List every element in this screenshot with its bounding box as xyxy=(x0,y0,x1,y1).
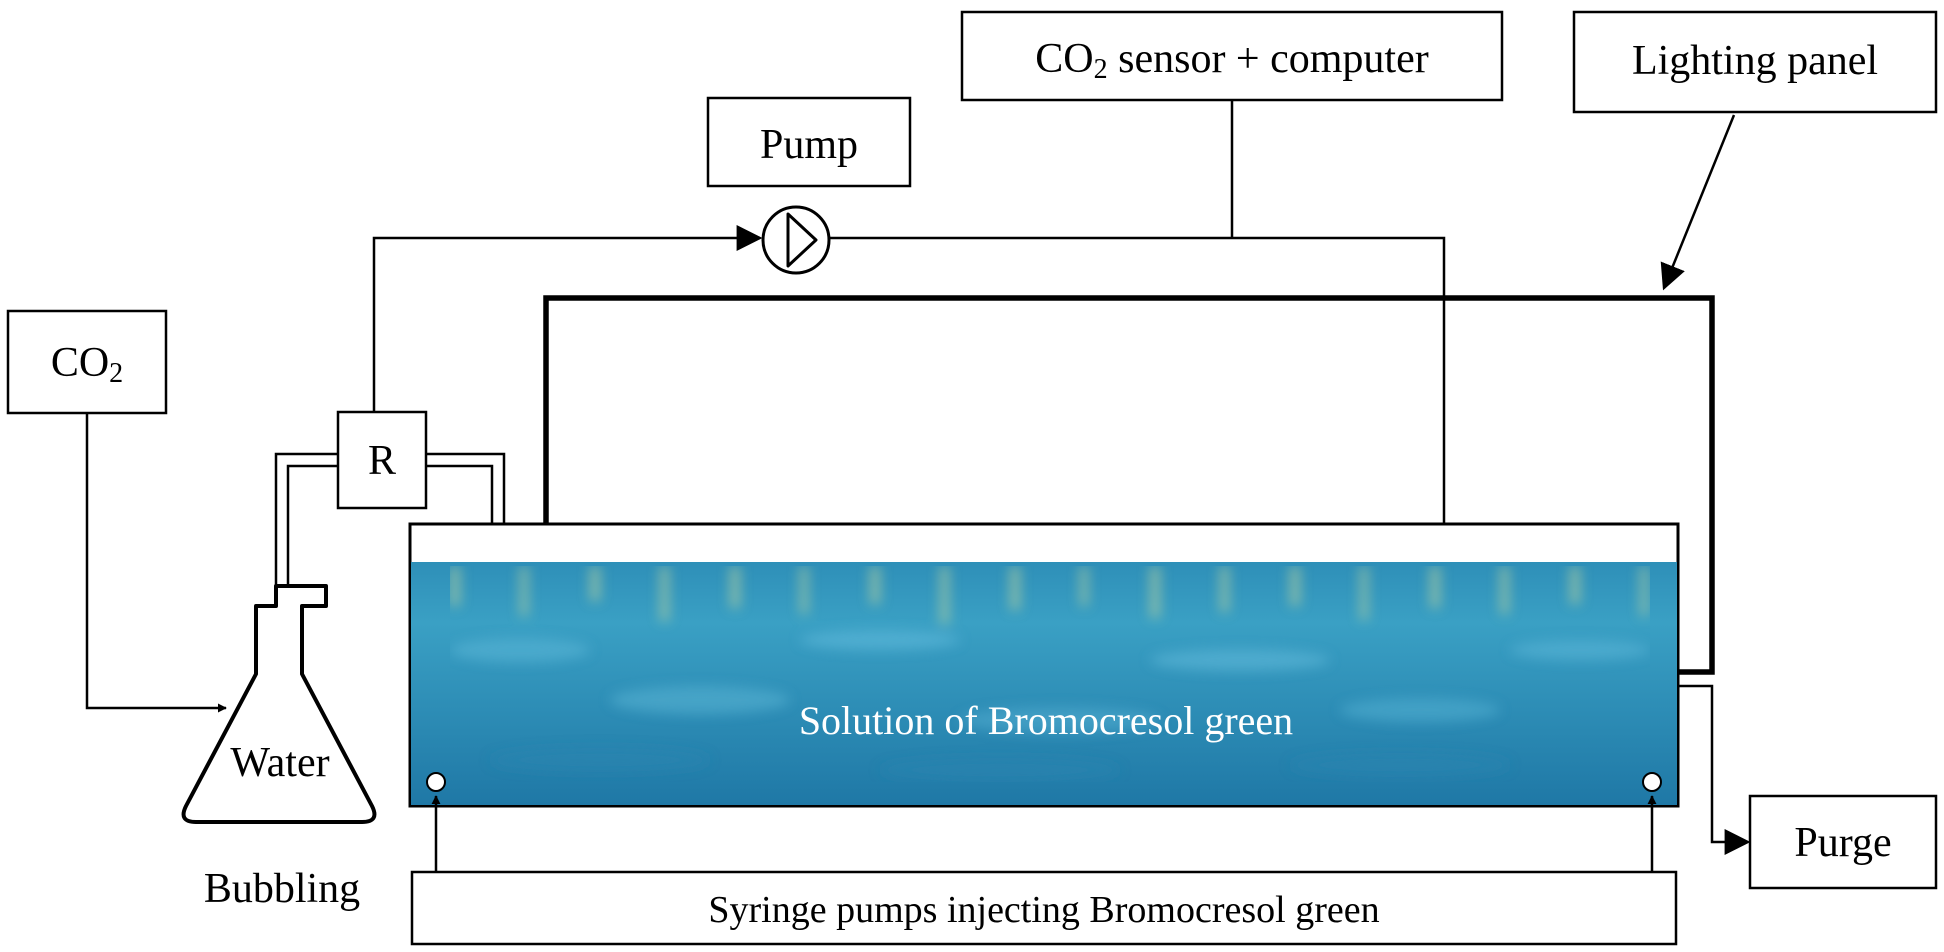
regulator-to-tank-tube-outer xyxy=(426,452,506,524)
pump-outlet-line xyxy=(829,236,1446,524)
reaction-tank: Solution of Bromocresol green xyxy=(408,522,1680,808)
water-label: Water xyxy=(230,740,329,786)
purge-label: Purge xyxy=(1794,820,1891,866)
purge-box: Purge xyxy=(1748,794,1938,890)
co2-source-label-subscript: 2 xyxy=(109,358,123,389)
solution-ripples xyxy=(450,566,1650,782)
syringe-pumps-label: Syringe pumps injecting Bromocresol gree… xyxy=(708,889,1379,931)
regulator-to-tank-tube-inner xyxy=(426,464,494,524)
co2-feed-line xyxy=(85,413,227,713)
svg-text:CO2: CO2 xyxy=(51,340,123,389)
bubbling-label: Bubbling xyxy=(204,866,360,912)
pump-box: Pump xyxy=(706,96,912,188)
pump-label: Pump xyxy=(760,122,858,168)
co2-sensor-label-subscript: 2 xyxy=(1094,54,1108,85)
lighting-panel-frame xyxy=(543,295,1715,675)
regulator-label: R xyxy=(368,438,396,484)
purge-line xyxy=(1678,684,1751,855)
flask-to-regulator-tube-inner xyxy=(286,464,338,586)
solution-label: Solution of Bromocresol green xyxy=(799,698,1293,743)
regulator-box: R xyxy=(336,410,428,510)
lighting-panel-label: Lighting panel xyxy=(1632,38,1878,84)
water-flask: Water xyxy=(181,584,377,824)
co2-source-label-main: CO xyxy=(51,340,109,386)
injection-port-left xyxy=(426,772,446,792)
co2-sensor-label-main: CO xyxy=(1035,36,1093,82)
lighting-panel-pointer xyxy=(1660,114,1736,291)
syringe-pumps-box: Syringe pumps injecting Bromocresol gree… xyxy=(410,870,1678,946)
co2-sensor-computer-box: CO2 sensor + computer xyxy=(960,10,1504,102)
lighting-panel-box: Lighting panel xyxy=(1572,10,1938,114)
regulator-to-pump-line xyxy=(372,225,763,412)
flask-to-regulator-tube-outer xyxy=(274,452,338,586)
co2-source-box: CO2 xyxy=(6,309,168,415)
co2-sensor-label-rest: sensor + computer xyxy=(1108,36,1429,82)
pump-symbol xyxy=(761,205,831,275)
svg-text:CO2 sensor + computer: CO2 sensor + computer xyxy=(1035,36,1428,85)
injection-port-right xyxy=(1642,772,1662,792)
